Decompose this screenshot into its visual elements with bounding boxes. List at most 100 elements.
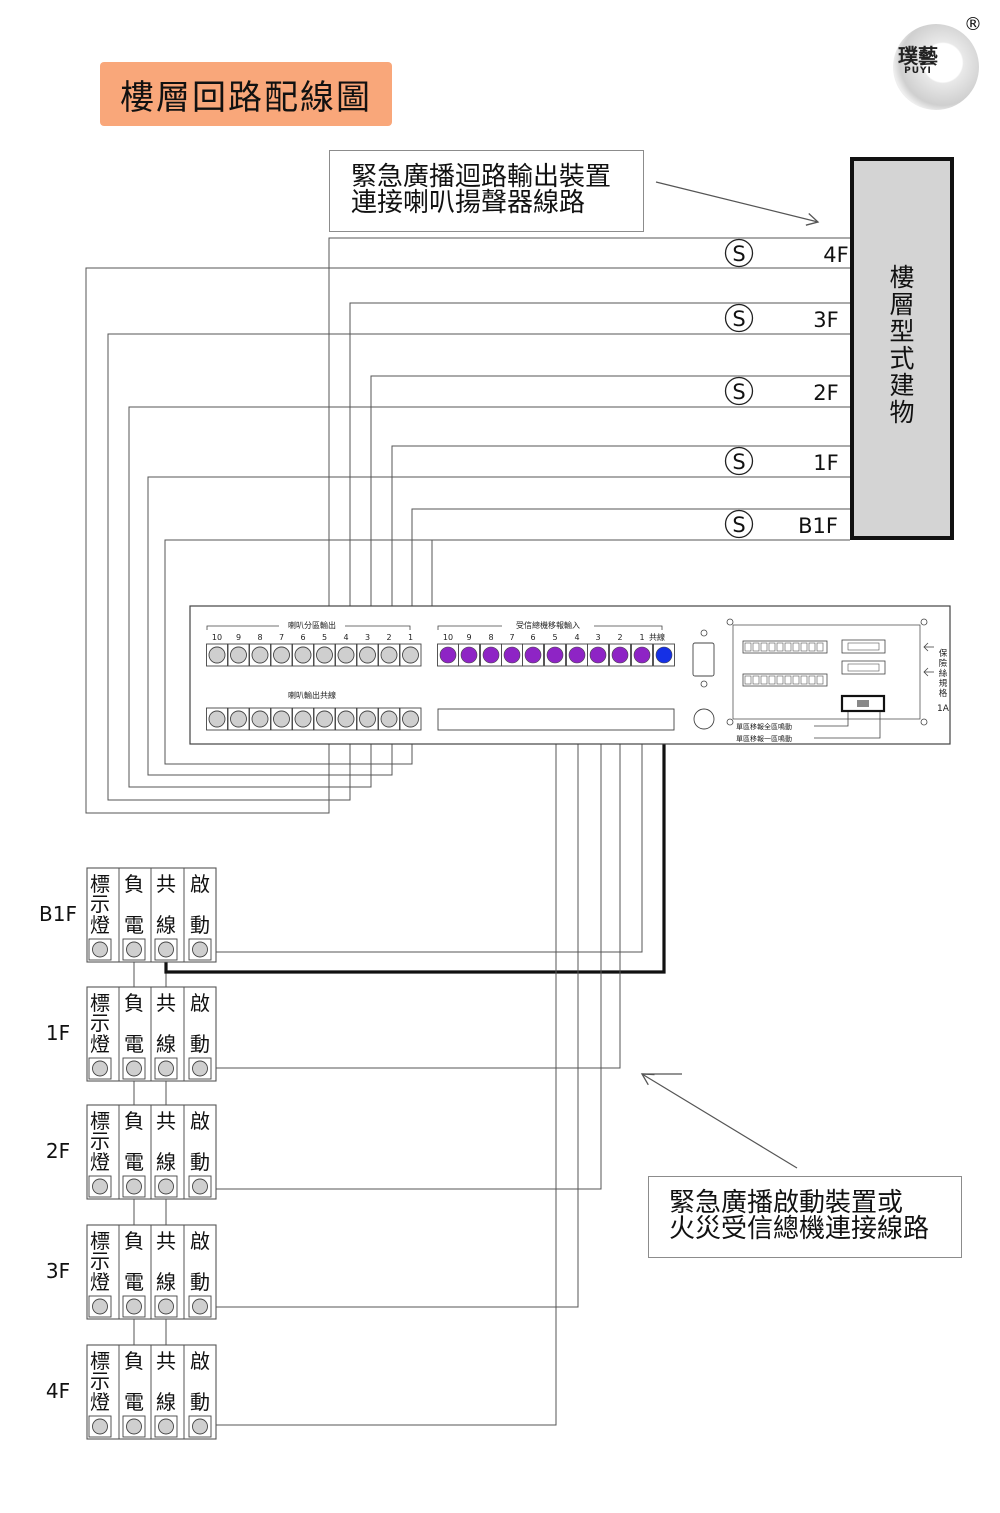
receiver-blank-strip <box>437 708 675 731</box>
receiver-number-label: 2 <box>617 633 622 642</box>
floor-box-char-top: 共 <box>156 991 176 1015</box>
receiver-terminal-purple <box>524 646 542 664</box>
floor-box-char-top: 啟 <box>190 872 210 896</box>
receiver-number-label: 5 <box>552 633 557 642</box>
receiver-number-label: 3 <box>595 633 600 642</box>
floor-terminal-screw <box>92 1418 108 1435</box>
start-wire-3F <box>209 664 579 1308</box>
building-box: 樓層型式建物 <box>850 157 954 540</box>
zone-number-label: 7 <box>279 633 284 642</box>
floor-box-char-bottom: 線 <box>156 913 176 937</box>
floor-box-char-mid: 示 <box>90 1129 110 1153</box>
floor-box-char-mid: 示 <box>90 1249 110 1273</box>
receiver-terminal-purple <box>546 646 564 664</box>
dip-switch-cell <box>792 642 800 652</box>
common-terminal-screw <box>230 710 247 728</box>
floor-box-char-bottom: 線 <box>156 1390 176 1414</box>
speaker-feed-B1F <box>411 508 850 620</box>
common-terminal-screw <box>402 710 419 728</box>
floor-box-char-bottom: 電 <box>124 1032 144 1056</box>
floor-box-char-bottom: 電 <box>124 913 144 937</box>
receiver-terminal-purple <box>589 646 607 664</box>
speaker-feed-1F <box>391 445 850 620</box>
receiver-number-label: 7 <box>509 633 514 642</box>
speaker-symbol-label: S <box>732 513 745 537</box>
receiver-number-label: 6 <box>530 633 535 642</box>
heavy-common-wire <box>164 664 666 974</box>
floor-terminal-screw <box>158 941 174 958</box>
title-badge: 樓層回路配線圖 <box>100 62 392 126</box>
receiver-terminal-purple <box>568 646 586 664</box>
zone-terminal-screw <box>251 646 269 664</box>
fuse-pointer-head-2 <box>923 667 929 677</box>
common-terminal-screw <box>337 710 355 728</box>
speaker-symbol-label: S <box>732 307 745 331</box>
callout-start-line-1: 緊急廣播啟動裝置或 <box>669 1188 904 1218</box>
floor-terminal-screw <box>192 1298 208 1315</box>
floor-box-char-top: 共 <box>156 1349 176 1373</box>
floor-box-char-bottom: 電 <box>124 1390 144 1414</box>
floor-box-char-bottom: 動 <box>190 913 210 937</box>
receiver-number-label: 1 <box>639 633 644 642</box>
receiver-terminal-purple <box>611 646 629 664</box>
floor-box-char-mid: 示 <box>90 1011 110 1035</box>
floor-terminal-screw <box>192 941 208 958</box>
dip-switch-cell <box>768 675 776 685</box>
zone-terminal-screw <box>230 646 247 664</box>
floor-terminal-screw <box>92 941 108 958</box>
zone-number-label: 6 <box>300 633 305 642</box>
floor-box-char-top: 標 <box>90 991 110 1015</box>
dip-switch-cell <box>792 675 800 685</box>
module-screw-tl <box>726 618 734 626</box>
receiver-terminal-purple <box>503 646 521 664</box>
floor-box-label-2F: 2F <box>46 1139 70 1163</box>
speaker-symbol-label: S <box>732 380 745 404</box>
speaker-floor-label-B1F: B1F <box>798 514 838 538</box>
round-knob <box>693 708 715 730</box>
floor-box-char-bottom: 燈 <box>90 1270 110 1294</box>
floor-box-char-top: 標 <box>90 872 110 896</box>
floor-box-char-top: 啟 <box>190 1109 210 1133</box>
zone-number-label: 2 <box>386 633 391 642</box>
floor-terminal-screw <box>192 1178 208 1195</box>
speaker-return-1F <box>147 476 850 776</box>
speaker-return-B1F <box>164 539 850 765</box>
speaker-symbol-label: S <box>732 242 745 266</box>
arrow-to-building <box>655 181 820 226</box>
fuse-glass-1 <box>847 642 880 651</box>
receiver-number-label: 4 <box>574 633 579 642</box>
floor-box-char-bottom: 動 <box>190 1150 210 1174</box>
logo-english: PUYI <box>904 66 932 76</box>
dip-switch-cell <box>768 642 776 652</box>
floor-box-label-4F: 4F <box>46 1379 70 1403</box>
single-zone-all-label: 單區移報全區鳴動 <box>736 722 792 731</box>
speaker-feed-4F <box>328 237 850 620</box>
dip-switch-cell <box>784 642 792 652</box>
zone-number-label: 4 <box>343 633 348 642</box>
floor-box-char-top: 負 <box>124 1349 144 1373</box>
callout-start-device: 緊急廣播啟動裝置或 火災受信總機連接線路 <box>648 1176 962 1258</box>
common-terminal-screw <box>251 710 269 728</box>
speaker-return-4F <box>85 267 850 814</box>
building-label: 樓層型式建物 <box>886 264 915 426</box>
dip-switch-cell <box>752 675 760 685</box>
floor-terminal-screw <box>126 1298 142 1315</box>
module-screw-br <box>920 718 928 726</box>
floor-box-char-bottom: 燈 <box>90 1032 110 1056</box>
common-output-label: 喇叭輸出共線 <box>288 690 336 700</box>
dip-switch-cell <box>784 675 792 685</box>
zone-terminal-screw <box>208 646 226 664</box>
dip-switch-cell <box>816 675 824 685</box>
floor-terminal-screw <box>158 1418 174 1435</box>
receiver-number-label: 8 <box>488 633 493 642</box>
speaker-symbol-label: S <box>732 450 745 474</box>
speaker-feed-3F <box>349 302 850 620</box>
speaker-floor-label-4F: 4F <box>823 243 848 267</box>
start-wire-2F <box>209 664 602 1190</box>
speaker-symbol-3F <box>724 303 754 333</box>
floor-box-char-top: 負 <box>124 1229 144 1253</box>
db-connector-screw-top <box>700 629 708 637</box>
dip-switch-cell <box>760 642 768 652</box>
fuse-glass-2 <box>847 663 880 672</box>
